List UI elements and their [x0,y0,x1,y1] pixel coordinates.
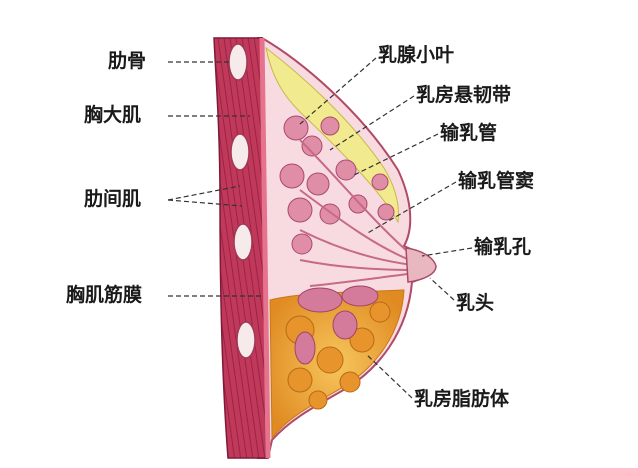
label-lactiferous-sinus: 输乳管窦 [458,170,535,192]
leader-lines [167,57,473,399]
label-duct-opening: 输乳孔 [474,236,532,258]
nipple-shape [405,247,437,283]
label-intercostal-muscle: 肋间肌 [84,188,142,210]
fat-lobules [285,301,391,410]
label-pectoralis-major: 胸大肌 [84,104,142,126]
label-lactiferous-duct: 输乳管 [440,122,498,144]
label-pectoral-fascia: 胸肌筋膜 [66,284,143,306]
rib-cross-sections [228,43,256,359]
label-rib: 肋骨 [108,50,147,72]
label-suspensory-ligament: 乳房悬韧带 [416,84,512,106]
label-lobule: 乳腺小叶 [378,44,455,66]
pectoral-fascia-line [259,37,271,459]
lower-gland-tissue [294,285,379,365]
label-fat-body: 乳房脂肪体 [414,388,510,410]
label-nipple: 乳头 [456,292,495,314]
mammary-lobules [279,115,395,255]
